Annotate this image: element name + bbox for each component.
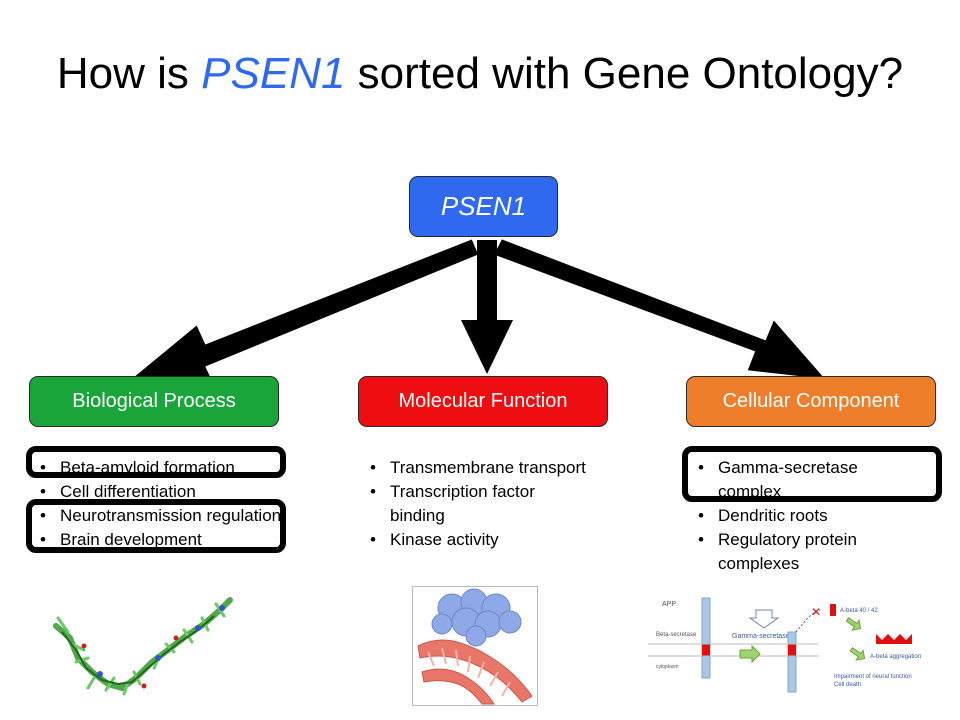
- arrow-to-molecular-function: [461, 240, 513, 374]
- list-item: Cell differentiation: [34, 480, 294, 504]
- peptide-structure-image: [53, 597, 233, 696]
- list-item: Dendritic roots: [692, 504, 912, 528]
- highlight-box-beta-amyloid: [26, 446, 286, 478]
- title-prefix: How is: [56, 49, 202, 98]
- list-item: Transcription factor binding: [364, 480, 594, 528]
- highlight-box-neurotransmission: [26, 499, 286, 553]
- title-suffix: sorted with Gene Ontology?: [345, 49, 904, 98]
- category-biological-process: Biological Process: [29, 376, 279, 427]
- amyloid-pathway-figure: APP Beta-secretase cytoplasm Gamma-secre…: [648, 597, 921, 693]
- pathway-label-beta-secretase: Beta-secretase: [656, 632, 697, 638]
- pathway-label-cytoplasm: cytoplasm: [656, 664, 679, 670]
- list-item: Transmembrane transport: [364, 456, 594, 480]
- cellular-component-list: Gamma-secretase complex Dendritic roots …: [692, 456, 912, 576]
- list-item: Brain development: [34, 528, 294, 552]
- highlight-box-gamma-secretase: [682, 446, 942, 502]
- category-molecular-function: Molecular Function: [358, 376, 608, 427]
- pathway-label-gamma-secretase: Gamma-secretase: [732, 633, 790, 640]
- title-gene: PSEN1: [201, 49, 346, 98]
- arrow-to-biological-process: [133, 239, 479, 385]
- pathway-label-abeta-40-42: A-beta 40 / 42: [840, 608, 878, 614]
- arrow-to-cellular-component: [494, 239, 825, 379]
- root-node-psen1: PSEN1: [409, 176, 558, 237]
- list-item: Kinase activity: [364, 528, 594, 552]
- protein-dna-complex-image: [412, 586, 538, 706]
- pathway-label-impairment: Impairment of neural function: [834, 674, 912, 680]
- molecular-function-list: Transmembrane transport Transcription fa…: [364, 456, 594, 552]
- pathway-label-app: APP: [662, 601, 676, 608]
- page-title: How is PSEN1 sorted with Gene Ontology?: [0, 46, 960, 102]
- svg-text:✕: ✕: [811, 605, 821, 619]
- list-item: Neurotransmission regulation: [34, 504, 294, 528]
- pathway-label-abeta-aggregation: A-beta aggregation: [870, 654, 921, 660]
- pathway-label-cell-death: Cell death: [834, 682, 861, 688]
- list-item: Regulatory protein complexes: [692, 528, 912, 576]
- category-cellular-component: Cellular Component: [686, 376, 936, 427]
